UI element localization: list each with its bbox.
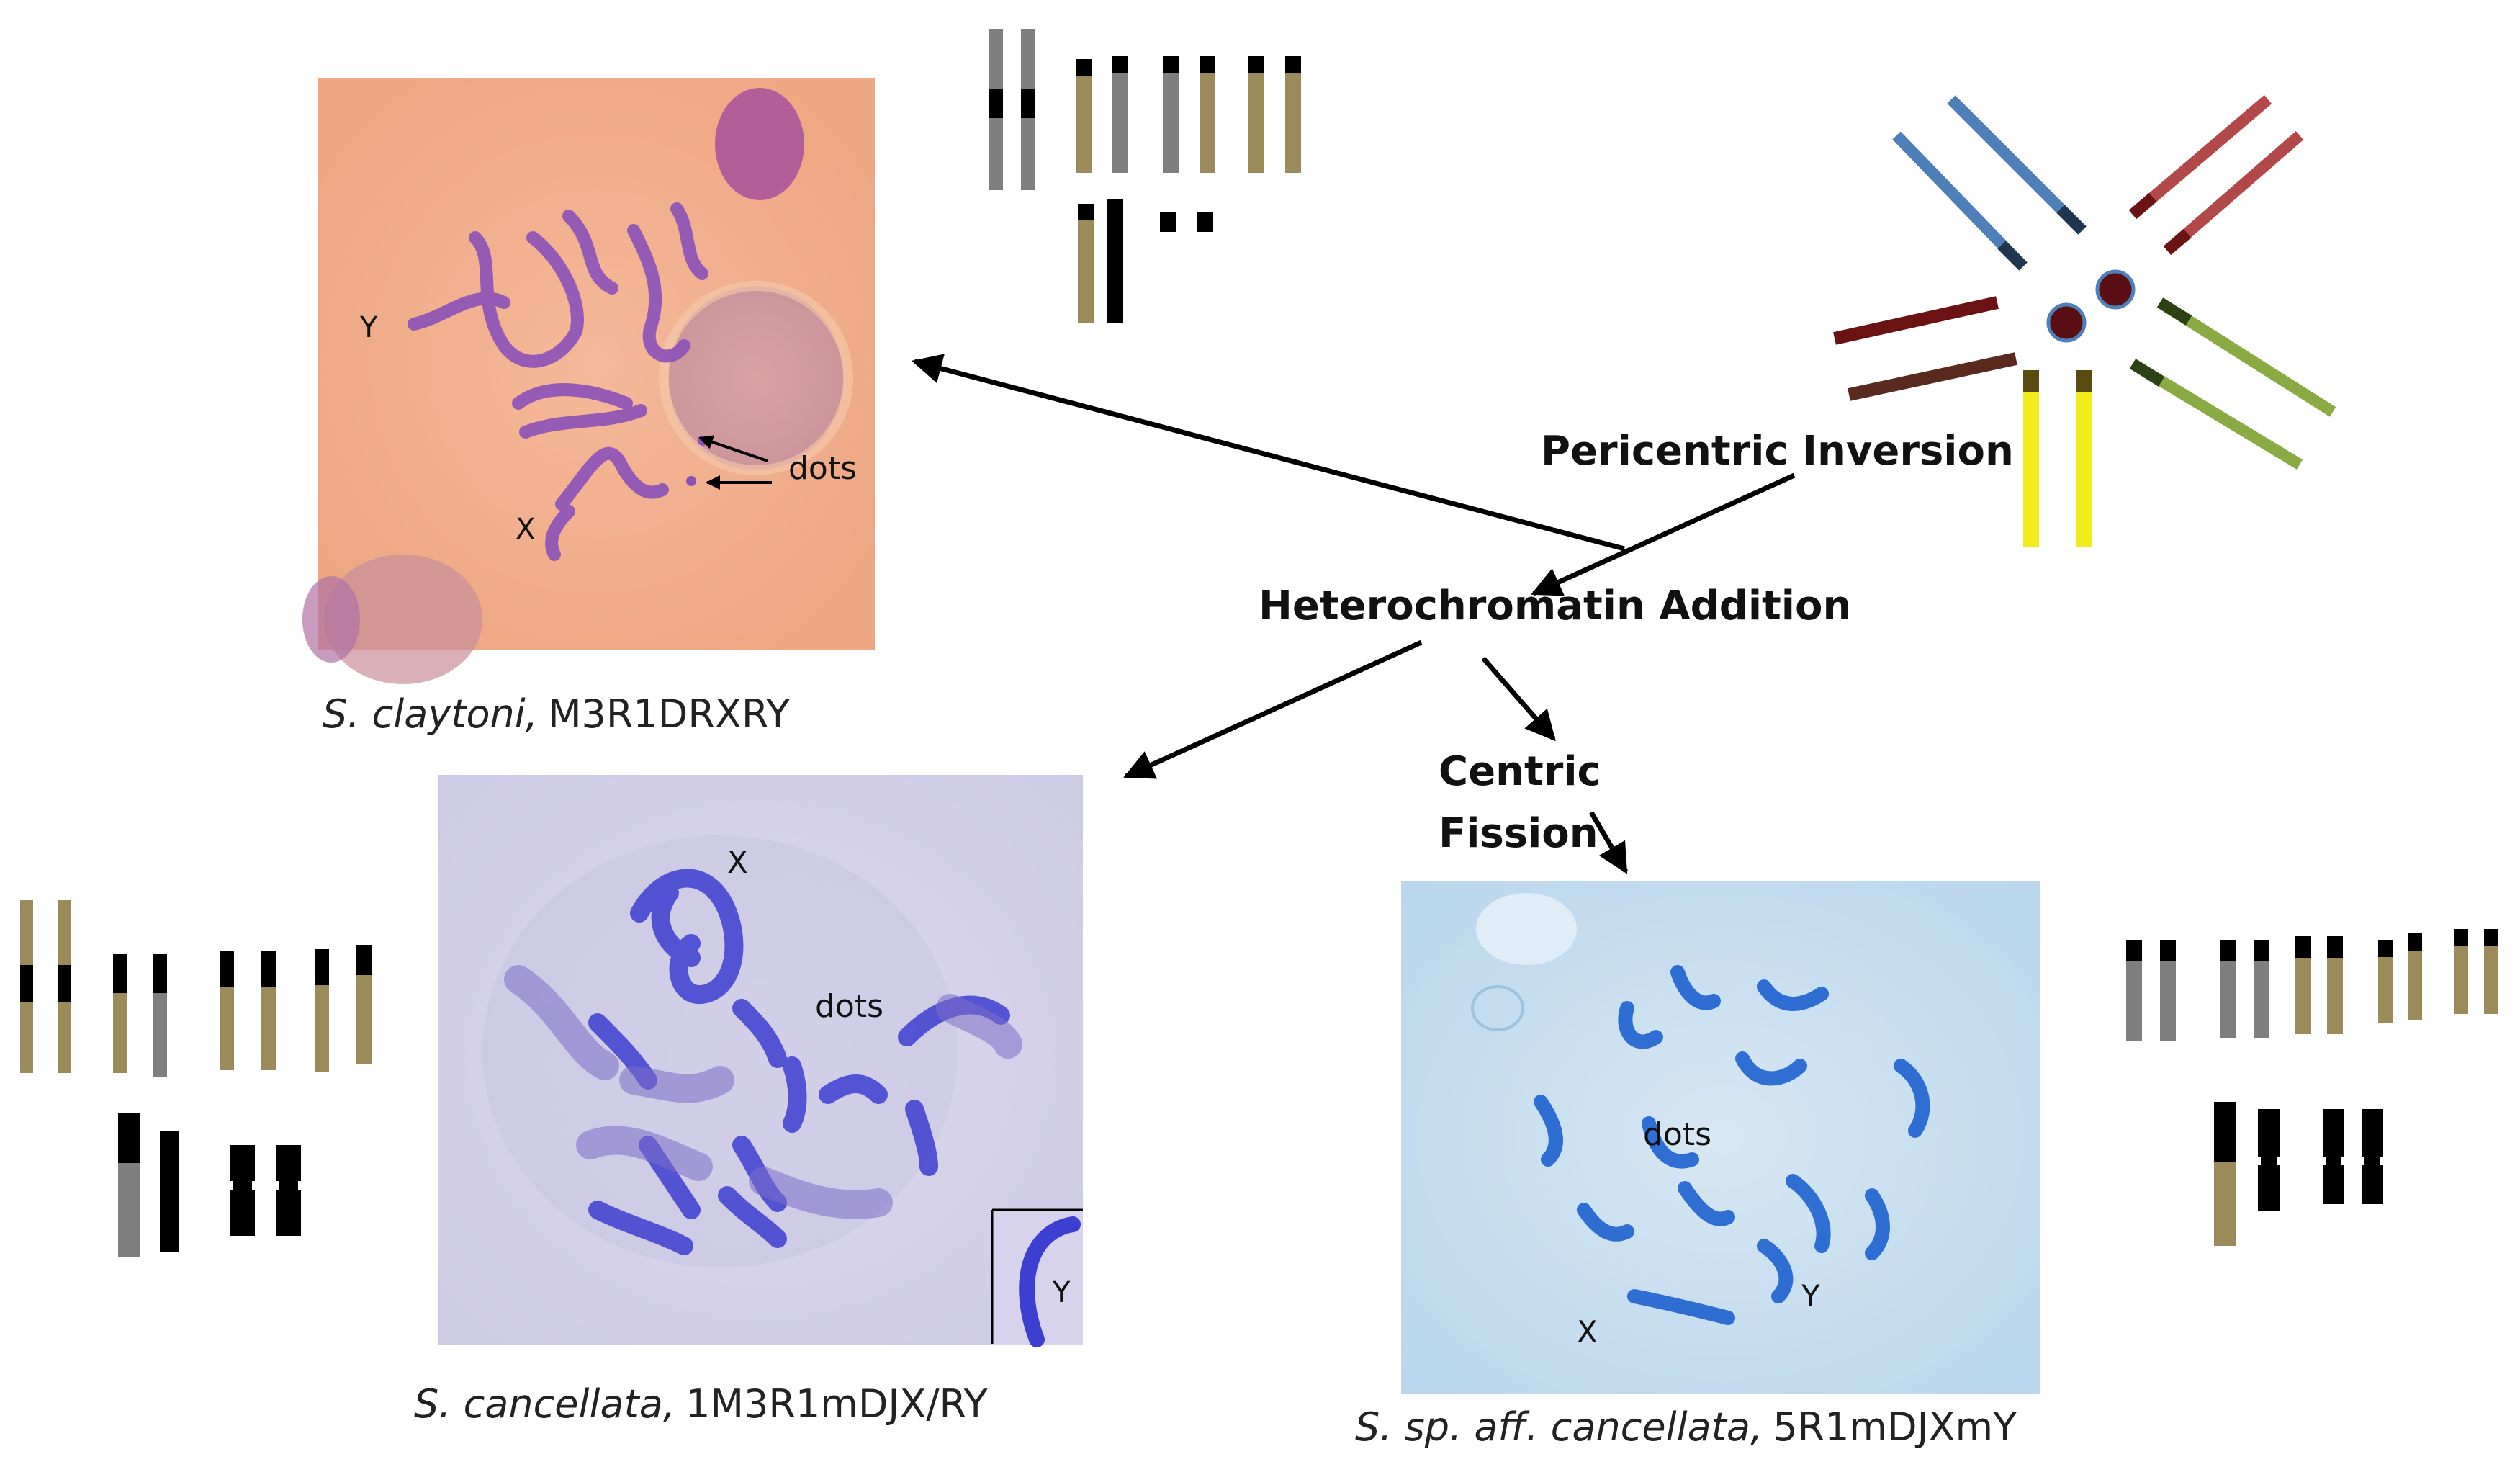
aff-cancellata-karyotype-idiogram xyxy=(2126,929,2498,1246)
cancellata-micrograph: X dots Y xyxy=(438,775,1083,1347)
aff-caption-species: S. sp. aff. cancellata, xyxy=(1355,1404,1763,1450)
aff-label-y: Y xyxy=(1801,1278,1820,1314)
cancellata-caption: S. cancellata,1M3R1mDJX/RY xyxy=(414,1381,989,1427)
claytoni-dots-arrow-1 xyxy=(698,435,768,462)
centric-fission-label-line2: Fission xyxy=(1439,810,1598,857)
claytoni-caption-formula: M3R1DRXRY xyxy=(548,691,791,737)
arrow-to-claytoni xyxy=(911,354,1625,552)
pericentric-to-heterochromatin-arrow xyxy=(1531,472,1796,596)
centric-fission-label-line1: Centric xyxy=(1439,748,1601,795)
aff-label-x: X xyxy=(1577,1314,1598,1350)
heterochromatin-addition-label: Heterochromatin Addition xyxy=(1259,583,1851,629)
pericentric-inversion-label: Pericentric Inversion xyxy=(1541,428,2014,475)
claytoni-micrograph: Y X dots xyxy=(302,78,875,684)
claytoni-label-x: X xyxy=(516,513,535,546)
aff-cancellata-micrograph: dots X Y xyxy=(1401,881,2040,1394)
arrow-to-centric-fission xyxy=(1481,656,1556,742)
cancellata-label-dots: dots xyxy=(815,988,883,1025)
aff-caption-formula: 5R1mDJXmY xyxy=(1773,1404,2017,1450)
aff-label-dots: dots xyxy=(1643,1116,1711,1153)
cancellata-karyotype-idiogram xyxy=(20,900,372,1257)
arrow-fission-to-aff xyxy=(1588,811,1629,874)
cancellata-label-y: Y xyxy=(1052,1276,1071,1309)
pericentric-inversion-chromosome-cluster xyxy=(1833,94,2336,547)
aff-cancellata-caption: S. sp. aff. cancellata,5R1mDJXmY xyxy=(1355,1404,2017,1450)
claytoni-caption-species: S. claytoni, xyxy=(323,691,538,737)
claytoni-karyotype-idiogram xyxy=(989,29,1301,323)
claytoni-label-y: Y xyxy=(359,311,378,344)
claytoni-label-dots: dots xyxy=(788,450,857,487)
cancellata-caption-formula: 1M3R1mDJX/RY xyxy=(685,1381,989,1427)
cancellata-caption-species: S. cancellata, xyxy=(414,1381,675,1427)
claytoni-caption: S. claytoni,M3R1DRXRY xyxy=(323,691,791,737)
arrow-to-cancellata xyxy=(1123,639,1423,779)
cancellata-label-x: X xyxy=(727,845,748,880)
